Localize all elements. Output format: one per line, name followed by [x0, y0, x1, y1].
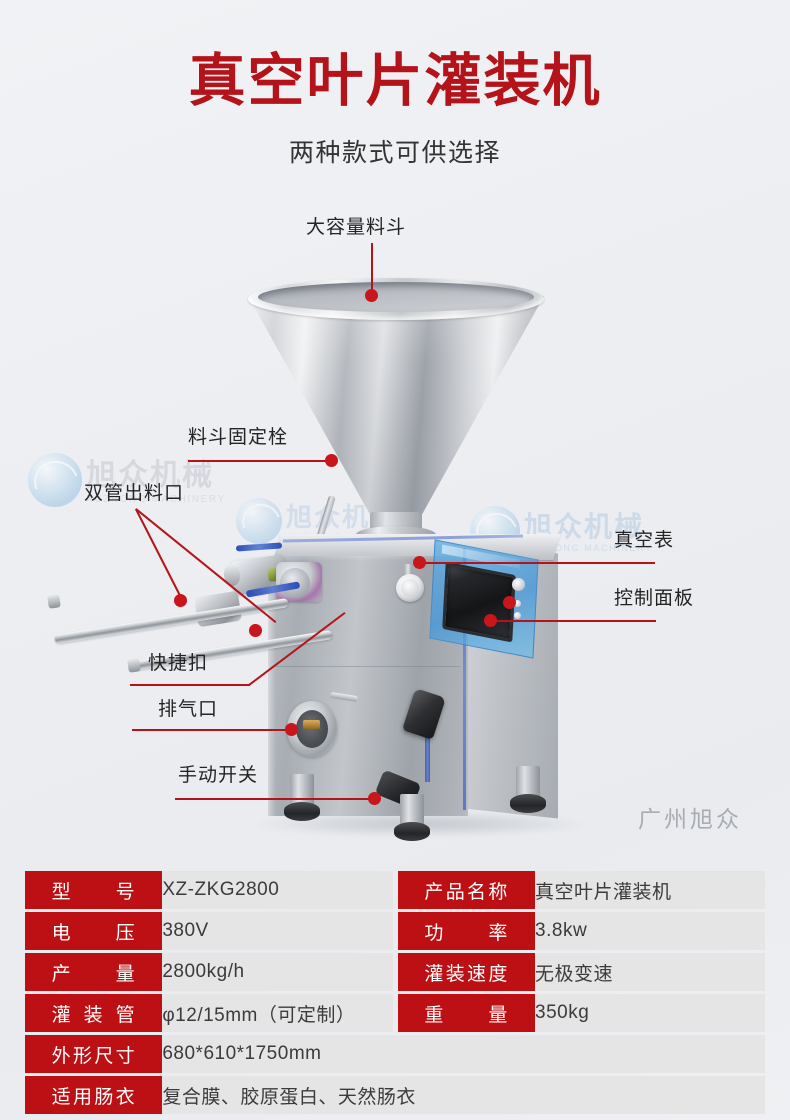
- spec-value-weight: 350kg: [535, 994, 765, 1032]
- callout-dot-control-panel: [484, 614, 497, 627]
- callout-dot-vacuum-gauge: [413, 556, 426, 569]
- callout-label-hopper-bolt: 料斗固定栓: [188, 427, 289, 448]
- spec-table-body: 型号 XZ-ZKG2800 产品名称 真空叶片灌装机 电压 380V 功率 3.…: [25, 871, 765, 1114]
- table-row: 外形尺寸 680*610*1750mm: [25, 1035, 765, 1073]
- spec-value-casing: 复合膜、胶原蛋白、天然肠衣: [162, 1076, 765, 1114]
- machine-edge-film: [463, 548, 466, 810]
- machine-foot-pad-right: [510, 794, 546, 813]
- callout-dot-control-panel-secondary: [503, 596, 516, 609]
- table-row: 适用肠衣 复合膜、胶原蛋白、天然肠衣: [25, 1076, 765, 1114]
- table-row: 型号 XZ-ZKG2800 产品名称 真空叶片灌装机: [25, 871, 765, 909]
- callout-dot-manual-switch: [368, 792, 381, 805]
- watermark-globe-icon: [28, 453, 82, 507]
- spec-value-filling-tube: φ12/15mm（可定制）: [162, 994, 393, 1032]
- callout-dot-dual-outlet-a: [174, 594, 187, 607]
- table-row: 灌装管 φ12/15mm（可定制） 重量 350kg: [25, 994, 765, 1032]
- spec-table: 型号 XZ-ZKG2800 产品名称 真空叶片灌装机 电压 380V 功率 3.…: [25, 868, 765, 1117]
- callout-dot-exhaust-port: [285, 723, 298, 736]
- spec-value-filling-speed: 无极变速: [535, 953, 765, 991]
- spec-label-product-name: 产品名称: [397, 871, 536, 909]
- spec-label-filling-speed: 灌装速度: [397, 953, 536, 991]
- callout-label-control-panel: 控制面板: [614, 588, 695, 609]
- hopper-cone: [248, 296, 544, 516]
- discharge-tube-lower-tip: [127, 658, 141, 673]
- manual-switch-rod: [425, 716, 430, 782]
- callout-label-vacuum-gauge: 真空表: [614, 530, 675, 551]
- spec-label-weight: 重量: [397, 994, 536, 1032]
- header: 真空叶片灌装机 两种款式可供选择: [0, 49, 790, 169]
- spec-value-product-name: 真空叶片灌装机: [535, 871, 765, 909]
- spec-label-model: 型号: [25, 871, 163, 909]
- callout-label-quick-buckle: 快捷扣: [148, 653, 209, 674]
- spec-value-dimensions: 680*610*1750mm: [162, 1035, 765, 1073]
- brand-footer-text: 广州旭众: [638, 806, 742, 832]
- callout-leader-vacuum-gauge: [419, 562, 655, 564]
- machine-foot-pad-center: [394, 822, 430, 841]
- spec-label-casing: 适用肠衣: [25, 1076, 163, 1114]
- callout-leader-hopper: [371, 243, 373, 293]
- control-panel-button-1[interactable]: [514, 600, 521, 607]
- spec-value-output: 2800kg/h: [162, 953, 393, 991]
- table-row: 电压 380V 功率 3.8kw: [25, 912, 765, 950]
- discharge-tube-upper-tip: [47, 594, 61, 609]
- spec-value-voltage: 380V: [162, 912, 393, 950]
- callout-leader-hopper-bolt: [188, 460, 328, 462]
- control-panel-button-2[interactable]: [514, 612, 521, 619]
- control-panel-knob[interactable]: [512, 578, 525, 591]
- callout-leader-manual-switch: [175, 798, 375, 800]
- callout-label-manual-switch: 手动开关: [178, 765, 259, 786]
- machine-foot-pad-left: [284, 802, 320, 821]
- callout-label-exhaust-port: 排气口: [158, 699, 219, 720]
- spec-label-voltage: 电压: [25, 912, 163, 950]
- callout-label-hopper: 大容量料斗: [306, 217, 407, 238]
- spec-label-filling-tube: 灌装管: [25, 994, 163, 1032]
- exhaust-port-fitting: [303, 720, 320, 729]
- callout-leader-dual-outlet-a: [135, 508, 183, 599]
- callout-leader-exhaust-port: [132, 729, 292, 731]
- callout-leader-quick-buckle: [130, 684, 250, 686]
- hopper-rim-inner: [258, 282, 534, 312]
- vacuum-gauge: [396, 574, 424, 602]
- watermark-globe-icon: [236, 498, 282, 544]
- page-title: 真空叶片灌装机: [188, 49, 602, 113]
- page-subtitle: 两种款式可供选择: [288, 138, 501, 167]
- callout-label-dual-outlet: 双管出料口: [84, 483, 185, 504]
- callout-dot-hopper: [365, 289, 378, 302]
- spec-label-output: 产量: [25, 953, 163, 991]
- table-row: 产量 2800kg/h 灌装速度 无极变速: [25, 953, 765, 991]
- vacuum-gauge-stem: [404, 564, 412, 578]
- product-illustration: 旭众机械 XUZHONG MACHINERY 旭众机械 XUZHONG MACH…: [0, 196, 790, 861]
- spec-label-dimensions: 外形尺寸: [25, 1035, 163, 1073]
- spec-value-model: XZ-ZKG2800: [162, 871, 393, 909]
- callout-dot-dual-outlet-b: [249, 624, 262, 637]
- spec-value-power: 3.8kw: [535, 912, 765, 950]
- callout-dot-hopper-bolt: [325, 454, 338, 467]
- exhaust-port-hole: [296, 710, 328, 748]
- spec-label-power: 功率: [397, 912, 536, 950]
- machine-door-seam: [276, 666, 460, 667]
- callout-leader-control-panel: [490, 620, 656, 622]
